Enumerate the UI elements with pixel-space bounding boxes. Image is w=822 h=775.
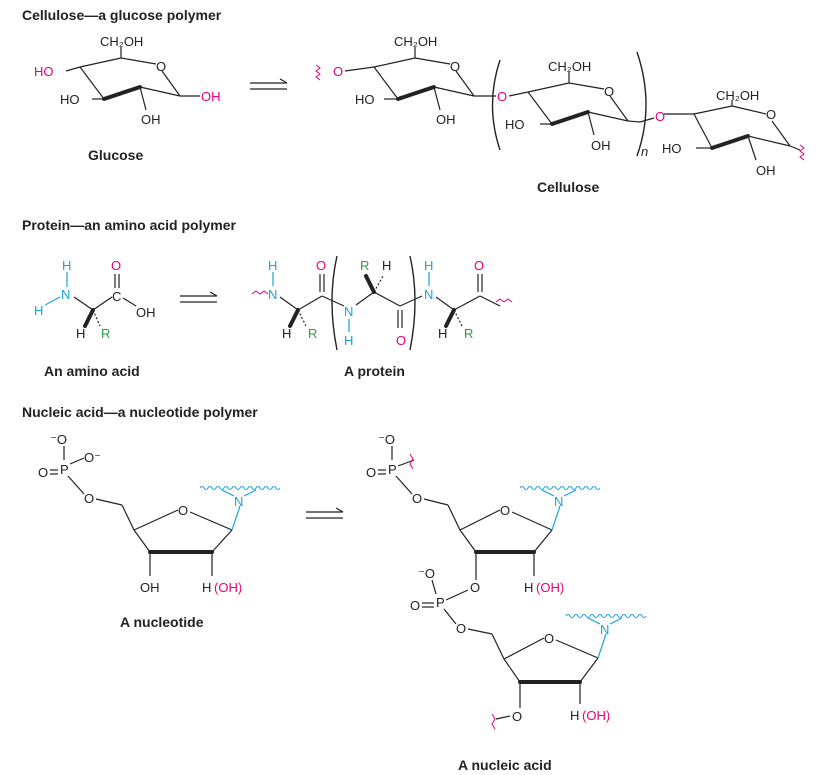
protein-h-n3: H [424, 258, 433, 273]
protein-r3: R [464, 326, 473, 341]
caption-nucleotide: A nucleotide [120, 614, 204, 630]
protein-o2: O [396, 333, 406, 348]
protein-n3: N [424, 287, 433, 302]
protein-o3: O [474, 258, 484, 273]
protein-h-n1: H [268, 258, 277, 273]
nucleotide-o-neg-top: ⁻O [50, 432, 67, 447]
nucleic-oh-paren-top: (OH) [536, 580, 564, 595]
nucleotide-structure: ⁻O P O O⁻ O O N OH H (OH) [38, 432, 281, 595]
nucleotide-o-neg-right: O⁻ [84, 450, 101, 465]
nucleic-p-mid: P [436, 595, 445, 610]
protein-h-alpha2: H [382, 258, 391, 273]
caption-nucleic-acid: A nucleic acid [458, 757, 552, 773]
protein-structure: H N H R O N H R H O H N H R [251, 255, 513, 351]
nucleotide-p: P [60, 462, 69, 477]
cellulose-structure: O CH₂OH O HO OH O CH₂OH O HO OH [315, 34, 805, 178]
cellulose-o-bridge-2: O [655, 109, 665, 124]
nucleotide-h: H [202, 580, 211, 595]
cellulose-repeat-n: n [641, 144, 648, 159]
cellulose-ring-o-1: O [450, 59, 460, 74]
cellulose-o-left: O [333, 64, 343, 79]
nucleic-o-neg-mid: ⁻O [418, 566, 435, 581]
protein-n2: N [344, 304, 353, 319]
nucleic-o-bottom: O [512, 709, 522, 724]
amino-o-carbonyl: O [111, 258, 121, 273]
amino-n: N [61, 287, 70, 302]
cellulose-ch2oh-2: CH₂OH [548, 59, 591, 74]
nucleic-acid-structure: ⁻O P O O O N H (OH) O ⁻O P O [366, 432, 647, 730]
amino-r: R [101, 326, 110, 341]
cellulose-ch2oh-1: CH₂OH [394, 34, 437, 49]
glucose-ho-top: HO [34, 64, 54, 79]
cellulose-oh-2: OH [591, 138, 611, 153]
protein-h-alpha1: H [282, 326, 291, 341]
nucleotide-oh-paren: (OH) [214, 580, 242, 595]
glucose-ho-left: HO [60, 92, 80, 107]
glucose-ring-o: O [156, 59, 166, 74]
heading-nucleic-acid: Nucleic acid—a nucleotide polymer [22, 404, 258, 420]
nucleic-base-n-bottom: N [600, 622, 609, 637]
amino-c: C [112, 289, 121, 304]
nucleic-o-ester-mid: O [456, 621, 466, 636]
protein-n1: N [268, 287, 277, 302]
nucleic-h-bottom: H [570, 708, 579, 723]
protein-r2: R [360, 258, 369, 273]
cellulose-oh-1: OH [436, 112, 456, 127]
cellulose-ho-3: HO [662, 141, 682, 156]
glucose-oh-bottom: OH [141, 112, 161, 127]
nucleotide-ring-o: O [178, 503, 188, 518]
cellulose-ring-o-3: O [766, 107, 776, 122]
cellulose-ho-1: HO [355, 92, 375, 107]
nucleic-o-ester-top: O [412, 491, 422, 506]
nucleic-h-top: H [524, 580, 533, 595]
nucleic-o-neg-top: ⁻O [378, 432, 395, 447]
protein-h-alpha3: H [438, 326, 447, 341]
amino-acid-structure: H N H H R C O OH [34, 258, 156, 341]
protein-h-n2: H [344, 333, 353, 348]
cellulose-ring-o-2: O [604, 84, 614, 99]
nucleotide-oh: OH [140, 580, 160, 595]
glucose-oh-right: OH [201, 89, 221, 104]
heading-protein: Protein—an amino acid polymer [22, 217, 236, 233]
nucleic-ring-o-top: O [500, 503, 510, 518]
nucleic-ring-o-bottom: O [544, 631, 554, 646]
nucleic-o-double-mid: O [410, 598, 420, 613]
nucleic-o-double-top: O [366, 465, 376, 480]
cellulose-oh-3: OH [756, 163, 776, 178]
protein-o1: O [316, 258, 326, 273]
nucleotide-o-ester: O [84, 491, 94, 506]
nucleic-o-link: O [470, 580, 480, 595]
caption-cellulose: Cellulose [537, 179, 599, 195]
nucleotide-base-n: N [234, 494, 243, 509]
nucleic-base-n-top: N [554, 494, 563, 509]
cellulose-ho-2: HO [505, 117, 525, 132]
amino-h-alpha: H [76, 326, 85, 341]
reaction-arrow-protein [180, 291, 218, 303]
amino-h-top: H [62, 258, 71, 273]
amino-oh: OH [136, 305, 156, 320]
protein-r1: R [308, 326, 317, 341]
glucose-structure: CH₂OH O HO HO OH OH [34, 34, 221, 127]
glucose-ch2oh: CH₂OH [100, 34, 143, 49]
amino-h-left: H [34, 303, 43, 318]
caption-protein: A protein [344, 363, 405, 379]
heading-cellulose: Cellulose—a glucose polymer [22, 7, 222, 23]
nucleic-oh-paren-bottom: (OH) [582, 708, 610, 723]
reaction-arrow-nucleic [306, 507, 344, 519]
nucleic-p-top: P [388, 462, 397, 477]
caption-glucose: Glucose [88, 147, 143, 163]
nucleotide-o-double: O [38, 465, 48, 480]
reaction-arrow-cellulose [250, 78, 288, 90]
cellulose-ch2oh-3: CH₂OH [716, 88, 759, 103]
cellulose-o-bridge: O [497, 89, 507, 104]
caption-amino-acid: An amino acid [44, 363, 140, 379]
